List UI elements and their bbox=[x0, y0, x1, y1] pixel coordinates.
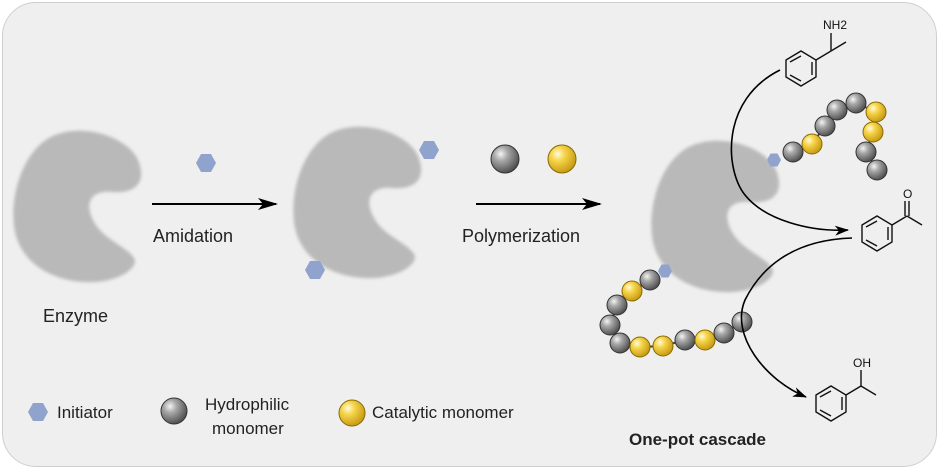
catalytic-monomer-bead bbox=[865, 101, 887, 123]
ketone-molecule-structure bbox=[861, 201, 923, 252]
one-pot-cascade-label: One-pot cascade bbox=[629, 430, 766, 449]
alcohol-group-label: OH bbox=[853, 356, 871, 370]
legend-hydrophilic-label-line2: monomer bbox=[212, 419, 284, 438]
amine-group-label: NH2 bbox=[823, 18, 847, 32]
initiator-hexagon-chain-lower bbox=[658, 264, 672, 278]
hydrophilic-monomer-bead bbox=[866, 159, 888, 181]
legend-initiator-icon bbox=[28, 403, 48, 421]
initiator-hexagon-chain-upper bbox=[767, 153, 781, 167]
catalytic-monomer-bead bbox=[629, 336, 651, 358]
hydrophilic-monomer-bead bbox=[713, 322, 735, 344]
catalytic-monomer-bead bbox=[652, 335, 674, 357]
legend-initiator-label: Initiator bbox=[57, 403, 113, 422]
hydrophilic-monomer-bead bbox=[782, 141, 804, 163]
legend-catalytic-label: Catalytic monomer bbox=[372, 403, 514, 422]
polymer-chain-upper bbox=[782, 92, 888, 181]
alcohol-molecule-structure bbox=[815, 370, 877, 422]
hydrophilic-monomer-bead bbox=[639, 269, 661, 291]
hydrophilic-monomer-bead bbox=[609, 332, 631, 354]
cascade-arrow-ketone-to-alcohol bbox=[740, 237, 853, 398]
amidation-label: Amidation bbox=[153, 226, 234, 246]
initiator-hexagon-free bbox=[196, 154, 216, 172]
legend-hydrophilic-icon bbox=[160, 397, 188, 425]
initiator-hexagon-attached-top bbox=[419, 141, 439, 159]
catalytic-monomer-bead bbox=[801, 133, 823, 155]
hydrophilic-monomer-bead bbox=[855, 141, 877, 163]
catalytic-monomer-bead bbox=[694, 329, 716, 351]
polymer-chain-lower bbox=[599, 269, 753, 358]
hydrophilic-monomer-bead bbox=[814, 115, 836, 137]
catalytic-monomer-bead bbox=[621, 280, 643, 302]
catalytic-monomer-sphere bbox=[547, 144, 577, 174]
legend-catalytic-icon bbox=[338, 399, 366, 427]
enzyme-shape-free bbox=[13, 130, 142, 283]
hydrophilic-monomer-bead bbox=[826, 99, 848, 121]
polymerization-label: Polymerization bbox=[462, 226, 581, 246]
hydrophilic-monomer-bead bbox=[674, 329, 696, 351]
enzyme-label: Enzyme bbox=[43, 306, 109, 326]
hydrophilic-monomer-bead bbox=[845, 92, 867, 114]
hydrophilic-monomer-sphere bbox=[490, 144, 520, 174]
catalytic-monomer-bead bbox=[862, 121, 884, 143]
legend-hydrophilic-label-line1: Hydrophilic bbox=[205, 395, 290, 414]
enzyme-shape-modified bbox=[293, 126, 422, 279]
amine-molecule-structure bbox=[785, 33, 847, 87]
hydrophilic-monomer-bead bbox=[606, 294, 628, 316]
cascade-arrow-amine-to-ketone bbox=[730, 69, 849, 236]
ketone-oxygen-label: O bbox=[903, 187, 912, 201]
hydrophilic-monomer-bead bbox=[599, 314, 621, 336]
